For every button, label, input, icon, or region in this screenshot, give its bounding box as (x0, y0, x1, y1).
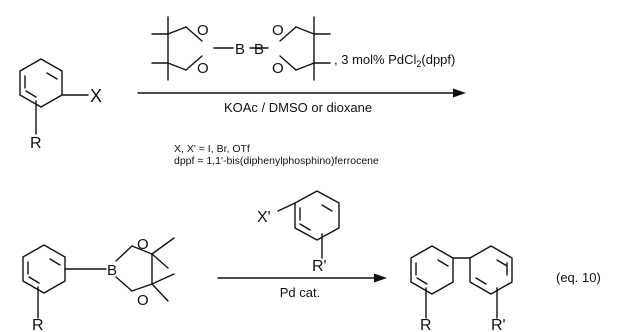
oxygen-atom-3: O (272, 22, 284, 39)
halide-definition: X, X' = I, Br, OTf (174, 143, 250, 155)
product-r-left: R (420, 317, 432, 332)
boron-atom-1: B (235, 41, 245, 58)
bis-pinacolato-diboron: B B O O O O (151, 16, 331, 81)
boronate-boron: B (107, 262, 117, 279)
oxygen-atom-1: O (197, 22, 209, 39)
aryl-halide-ring: X R (19, 58, 102, 152)
reagent-x-prime: X' (257, 209, 271, 226)
oxygen-atom-4: O (272, 60, 284, 77)
oxygen-atom-2: O (197, 60, 209, 77)
reagent-r-prime: R' (312, 258, 327, 275)
biaryl-product: R R' (410, 245, 513, 332)
substituent-r: R (30, 135, 42, 152)
reaction-arrow-1 (137, 88, 466, 98)
boronate-oxygen-bottom: O (137, 292, 149, 309)
aryl-halide-reagent: X' R' (257, 190, 340, 275)
substituent-x: X (90, 86, 102, 106)
equation-number: (eq. 10) (556, 270, 601, 285)
pd-catalyst-label: Pd cat. (280, 285, 320, 300)
dppf-definition: dppf = 1,1'-bis(diphenylphosphino)ferroc… (174, 155, 379, 167)
aryl-boronate: B O O R (22, 236, 175, 332)
product-r-right: R' (491, 317, 506, 332)
reaction-arrow-2 (217, 273, 387, 283)
boronate-oxygen-top: O (137, 236, 149, 253)
boronate-r: R (32, 317, 44, 332)
conditions-label: KOAc / DMSO or dioxane (224, 100, 372, 115)
boron-atom-2: B (254, 41, 264, 58)
catalyst-label: , 3 mol% PdCl2(dppf) (334, 52, 455, 69)
